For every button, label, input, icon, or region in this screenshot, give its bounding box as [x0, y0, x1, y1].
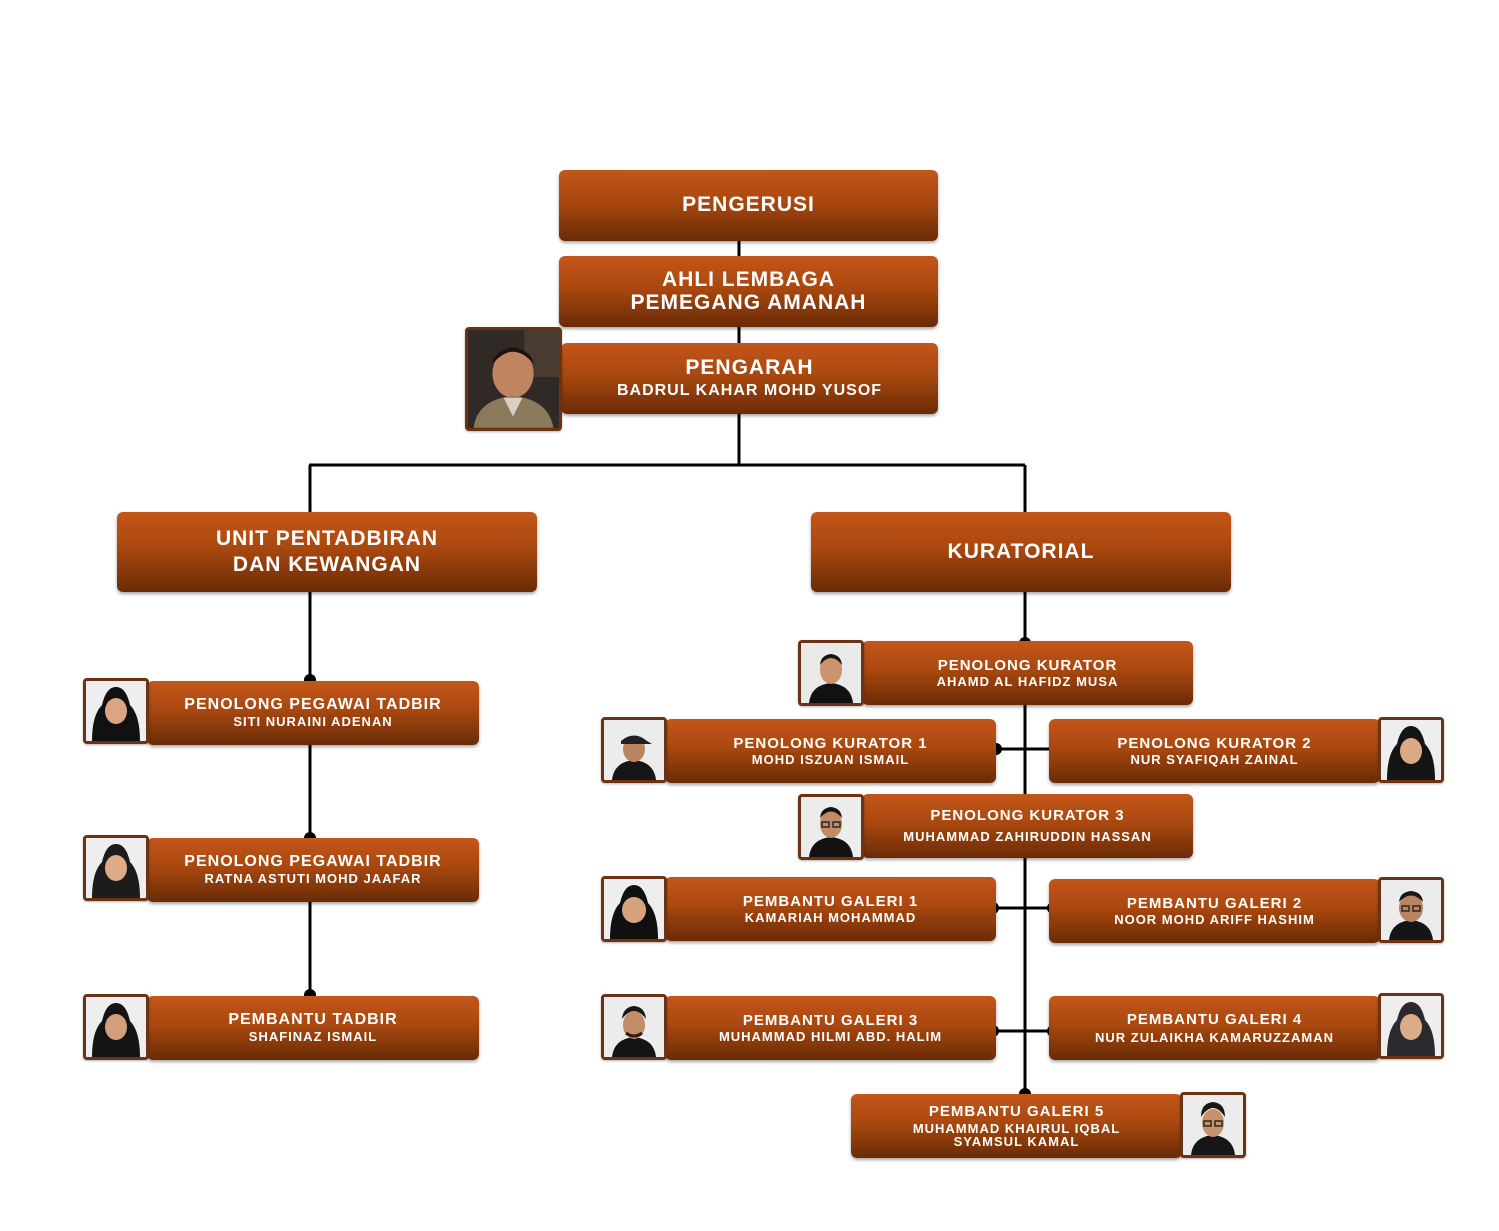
person-female-hijab-photo	[1378, 717, 1444, 783]
box-name: MOHD ISZUAN ISMAIL	[751, 751, 910, 767]
box-pembantu-galeri-2: PEMBANTU GALERI 2 NOOR MOHD ARIFF HASHIM	[1049, 879, 1380, 943]
box-penolong-pegawai-tadbir-2: PENOLONG PEGAWAI TADBIR RATNA ASTUTI MOH…	[147, 838, 479, 902]
person-male-batik-photo	[465, 327, 562, 431]
box-pembantu-galeri-1: PEMBANTU GALERI 1 KAMARIAH MOHAMMAD	[665, 877, 996, 941]
box-penolong-kurator: PENOLONG KURATOR AHAMD AL HAFIDZ MUSA	[862, 641, 1193, 705]
box-ahli-lembaga: AHLI LEMBAGA PEMEGANG AMANAH	[559, 256, 938, 327]
box-name: BADRUL KAHAR MOHD YUSOF	[616, 382, 883, 400]
box-pengerusi: PENGERUSI	[559, 170, 938, 241]
box-title: PENOLONG KURATOR 2	[1117, 734, 1312, 752]
box-title: PENOLONG KURATOR 1	[733, 734, 928, 752]
box-name: SITI NURAINI ADENAN	[233, 714, 393, 730]
box-name: NUR SYAFIQAH ZAINAL	[1130, 751, 1299, 767]
box-name: RATNA ASTUTI MOHD JAAFAR	[204, 871, 422, 887]
box-name: KAMARIAH MOHAMMAD	[744, 909, 917, 925]
box-title: PENGARAH	[685, 356, 814, 380]
box-title: AHLI LEMBAGA PEMEGANG AMANAH	[630, 268, 867, 314]
box-title: PENOLONG PEGAWAI TADBIR	[184, 696, 442, 714]
box-title: PENOLONG KURATOR 3	[930, 807, 1125, 825]
box-title: PENGERUSI	[682, 193, 815, 217]
person-female-hijab-photo	[83, 994, 149, 1060]
box-title: PEMBANTU GALERI 4	[1126, 1010, 1303, 1028]
box-pengarah: PENGARAH BADRUL KAHAR MOHD YUSOF	[561, 343, 938, 414]
box-title: PEMBANTU GALERI 2	[1126, 894, 1303, 912]
box-title: PENOLONG KURATOR	[937, 656, 1118, 674]
box-title: PEMBANTU GALERI 3	[742, 1011, 919, 1029]
person-female-hijab-photo	[83, 678, 149, 744]
person-male-glasses-photo	[798, 794, 864, 860]
box-name: SHAFINAZ ISMAIL	[248, 1029, 378, 1045]
person-male-cap-photo	[601, 717, 667, 783]
box-name: MUHAMMAD KHAIRUL IQBAL SYAMSUL KAMAL	[912, 1120, 1121, 1149]
box-pembantu-galeri-4: PEMBANTU GALERI 4 NUR ZULAIKHA KAMARUZZA…	[1049, 996, 1380, 1060]
box-penolong-kurator-2: PENOLONG KURATOR 2 NUR SYAFIQAH ZAINAL	[1049, 719, 1380, 783]
box-title: KURATORIAL	[947, 539, 1095, 563]
box-penolong-kurator-3: PENOLONG KURATOR 3 MUHAMMAD ZAHIRUDDIN H…	[862, 794, 1193, 858]
person-female-hijab-photo	[601, 876, 667, 942]
person-male-glasses-photo	[1180, 1092, 1246, 1158]
person-female-hijab-photo	[1378, 993, 1444, 1059]
box-unit-pentadbiran: UNIT PENTADBIRAN DAN KEWANGAN	[117, 512, 537, 592]
person-female-hijab-photo	[83, 835, 149, 901]
box-title: PEMBANTU TADBIR	[228, 1011, 398, 1029]
box-pembantu-galeri-3: PEMBANTU GALERI 3 MUHAMMAD HILMI ABD. HA…	[665, 996, 996, 1060]
box-name: AHAMD AL HAFIDZ MUSA	[936, 673, 1119, 689]
box-title: PEMBANTU GALERI 1	[742, 892, 919, 910]
box-name: MUHAMMAD HILMI ABD. HALIM	[718, 1028, 943, 1044]
box-title: PENOLONG PEGAWAI TADBIR	[184, 853, 442, 871]
box-kuratorial: KURATORIAL	[811, 512, 1231, 592]
box-name: MUHAMMAD ZAHIRUDDIN HASSAN	[903, 829, 1152, 845]
box-title: PEMBANTU GALERI 5	[928, 1103, 1105, 1121]
person-male-glasses-photo	[1378, 877, 1444, 943]
person-male-photo	[601, 994, 667, 1060]
box-pembantu-tadbir: PEMBANTU TADBIR SHAFINAZ ISMAIL	[147, 996, 479, 1060]
box-title: UNIT PENTADBIRAN DAN KEWANGAN	[215, 526, 439, 576]
box-penolong-kurator-1: PENOLONG KURATOR 1 MOHD ISZUAN ISMAIL	[665, 719, 996, 783]
box-name: NOOR MOHD ARIFF HASHIM	[1114, 911, 1315, 927]
person-male-photo	[798, 640, 864, 706]
box-pembantu-galeri-5: PEMBANTU GALERI 5 MUHAMMAD KHAIRUL IQBAL…	[851, 1094, 1182, 1158]
box-name: NUR ZULAIKHA KAMARUZZAMAN	[1095, 1029, 1334, 1045]
box-penolong-pegawai-tadbir-1: PENOLONG PEGAWAI TADBIR SITI NURAINI ADE…	[147, 681, 479, 745]
